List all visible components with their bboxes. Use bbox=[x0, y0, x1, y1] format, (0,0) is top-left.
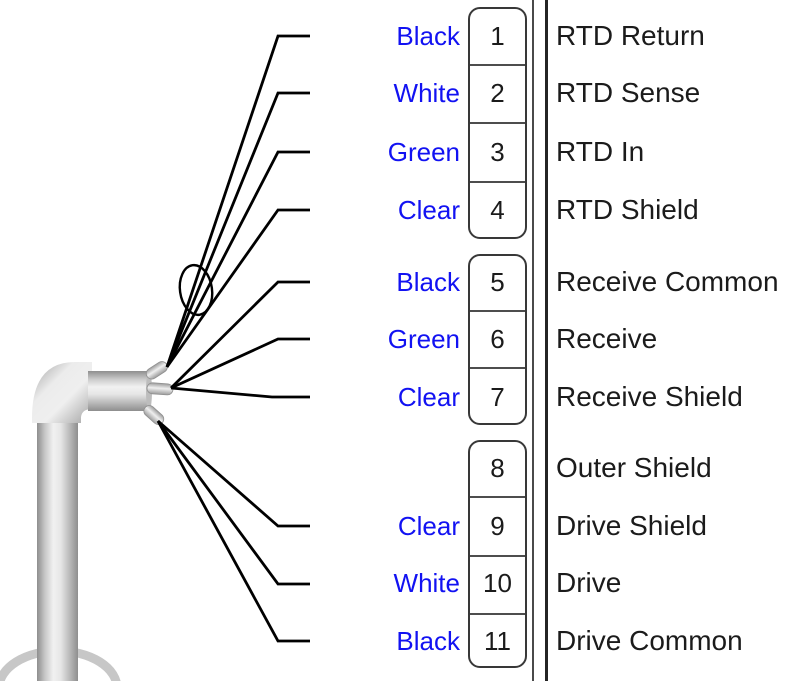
cable-vertical-arm bbox=[37, 418, 78, 681]
pin-number: 3 bbox=[490, 137, 505, 167]
pin-number: 11 bbox=[484, 626, 511, 656]
wire-color-label: Black bbox=[396, 267, 460, 297]
wire-pin-7 bbox=[170, 386, 310, 399]
cell-divider bbox=[470, 64, 525, 66]
pin-row-9: Clear 9 Drive Shield bbox=[0, 510, 800, 542]
pin-row-8: 8 Outer Shield bbox=[0, 452, 800, 484]
cell-divider bbox=[470, 367, 525, 369]
pin-number: 7 bbox=[490, 382, 505, 412]
pin-row-3: Green 3 RTD In bbox=[0, 136, 800, 168]
pin-row-6: Green 6 Receive bbox=[0, 323, 800, 355]
cell-divider bbox=[470, 613, 525, 615]
wire-color-label: Green bbox=[387, 137, 460, 167]
pin-row-2: White 2 RTD Sense bbox=[0, 77, 800, 109]
cable-horizontal-arm bbox=[88, 371, 150, 411]
cable-elbow bbox=[32, 362, 92, 423]
terminal-block-pins-8-11 bbox=[468, 440, 527, 668]
signal-label: RTD In bbox=[556, 136, 645, 167]
signal-label: RTD Shield bbox=[556, 194, 699, 225]
cell-divider bbox=[470, 310, 525, 312]
pin-number: 5 bbox=[490, 267, 505, 297]
pin-row-7: Clear 7 Receive Shield bbox=[0, 381, 800, 413]
wire-pin-6 bbox=[170, 337, 310, 390]
pin-row-5: Black 5 Receive Common bbox=[0, 266, 800, 298]
wire-pin-3 bbox=[165, 150, 310, 368]
twist-marker-circle bbox=[178, 263, 214, 317]
pin-number: 4 bbox=[490, 195, 505, 225]
cell-divider bbox=[470, 555, 525, 557]
signal-label: Drive Common bbox=[556, 625, 743, 656]
wire-color-label: Clear bbox=[397, 511, 460, 541]
wire-pin-11 bbox=[156, 420, 310, 643]
wire-pin-4 bbox=[165, 208, 310, 368]
pin-number: 1 bbox=[490, 21, 505, 51]
cell-divider bbox=[470, 181, 525, 183]
wire-color-label: White bbox=[393, 78, 460, 108]
wire-color-label: Clear bbox=[397, 382, 460, 412]
pin-number: 10 bbox=[483, 568, 512, 598]
pin-row-11: Black 11 Drive Common bbox=[0, 625, 800, 657]
pin-number: 2 bbox=[490, 78, 505, 108]
wire-pin-10 bbox=[156, 420, 310, 586]
wire-pin-5 bbox=[170, 280, 310, 389]
wire-color-label: Clear bbox=[397, 195, 460, 225]
wire-pin-1 bbox=[165, 34, 310, 368]
cell-divider bbox=[470, 496, 525, 498]
signal-label: Outer Shield bbox=[556, 452, 712, 483]
wire-color-label: Black bbox=[396, 626, 460, 656]
pin-number: 9 bbox=[490, 511, 505, 541]
wires bbox=[156, 34, 310, 643]
pin-row-4: Clear 4 RTD Shield bbox=[0, 194, 800, 226]
wire-pin-9 bbox=[157, 419, 310, 528]
pin-row-10: White 10 Drive bbox=[0, 567, 800, 599]
signal-label: Receive Shield bbox=[556, 381, 743, 412]
signal-label: Drive Shield bbox=[556, 510, 707, 541]
pin-number: 6 bbox=[490, 324, 505, 354]
terminal-block-pins-5-7 bbox=[468, 254, 527, 425]
wire-color-label: White bbox=[393, 568, 460, 598]
wire-color-label: Black bbox=[396, 21, 460, 51]
wire-color-label: Green bbox=[387, 324, 460, 354]
terminal-strip-rail-line bbox=[532, 0, 534, 681]
signal-label: RTD Return bbox=[556, 20, 705, 51]
signal-label: Receive bbox=[556, 323, 658, 354]
wire-exit-stubs bbox=[143, 361, 174, 425]
pin-number: 8 bbox=[490, 453, 505, 483]
signal-label: Receive Common bbox=[556, 266, 779, 297]
signal-label: RTD Sense bbox=[556, 77, 701, 108]
wire-pin-2 bbox=[165, 91, 310, 368]
signal-column-separator-line bbox=[545, 0, 548, 681]
pin-row-1: Black 1 RTD Return bbox=[0, 20, 800, 52]
cell-divider bbox=[470, 122, 525, 124]
signal-label: Drive bbox=[556, 567, 622, 598]
